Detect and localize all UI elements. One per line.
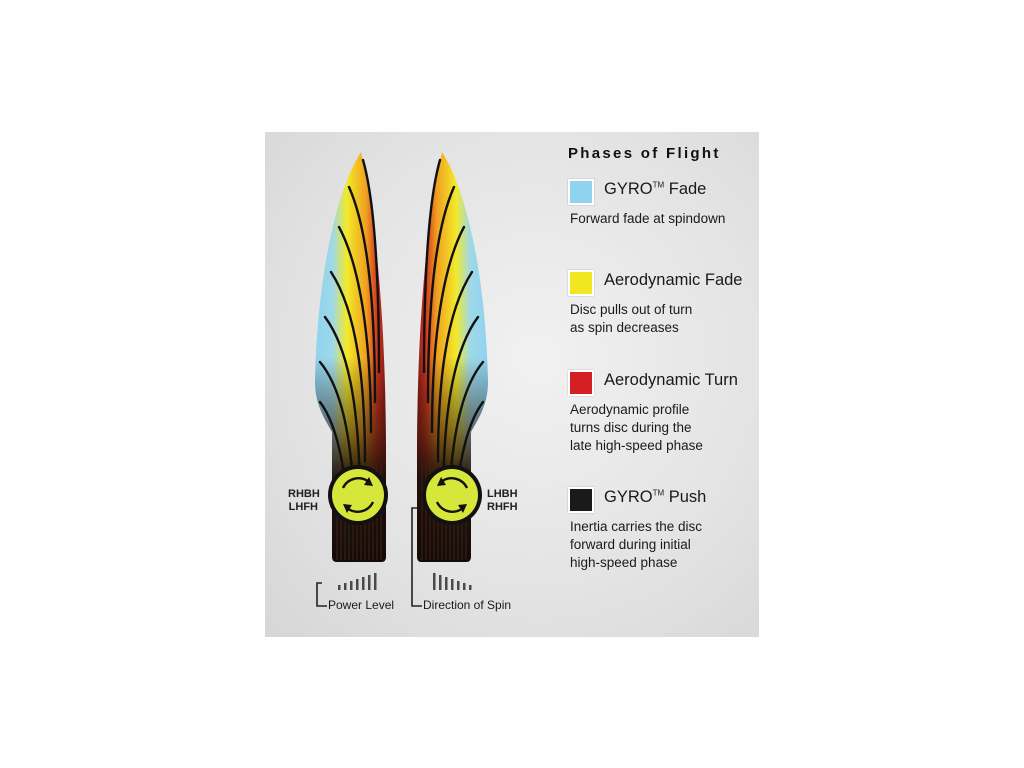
gyro-push-desc-line: forward during initial <box>570 537 691 552</box>
gyro-push-desc: Inertia carries the disc forward during … <box>570 518 758 572</box>
gyro-push-swatch <box>568 487 594 513</box>
gyro-push-name-text: GYRO <box>604 488 653 506</box>
aerodynamic-turn-desc: Aerodynamic profile turns disc during th… <box>570 401 758 455</box>
direction-of-spin-label: Direction of Spin <box>423 598 512 612</box>
aerodynamic-fade-desc-line: as spin decreases <box>570 320 679 335</box>
gyro-push-desc-line: Inertia carries the disc <box>570 519 703 534</box>
gyro-fade-name: GYROTM Fade <box>604 180 706 199</box>
aerodynamic-turn-desc-line: late high-speed phase <box>570 438 703 453</box>
aerodynamic-fade-name: Aerodynamic Fade <box>604 271 743 289</box>
trademark-mark: TM <box>652 180 665 190</box>
bracket-lines <box>316 507 422 607</box>
gyro-fade-name-suffix: Fade <box>664 180 707 198</box>
left-throw-label-line1: RHBH <box>288 488 320 500</box>
left-throw-label: RHBH LHFH <box>288 488 320 514</box>
aerodynamic-turn-name: Aerodynamic Turn <box>604 371 738 389</box>
gyro-fade-name-text: GYRO <box>604 180 653 198</box>
flight-diagram <box>315 152 488 607</box>
right-flight-path <box>417 152 488 562</box>
aerodynamic-fade-swatch <box>568 270 594 296</box>
aerodynamic-fade-desc: Disc pulls out of turn as spin decreases <box>570 301 758 337</box>
trademark-mark: TM <box>652 488 665 498</box>
right-spin-icon <box>422 465 482 525</box>
gyro-push-name-suffix: Push <box>664 488 707 506</box>
right-throw-label: LHBH RHFH <box>487 488 521 514</box>
legend-title: Phases of Flight <box>568 145 721 162</box>
aerodynamic-turn-swatch <box>568 370 594 396</box>
gyro-push-name: GYROTM Push <box>604 488 706 507</box>
left-spin-icon <box>328 465 388 525</box>
power-level-label: Power Level <box>328 598 395 612</box>
aerodynamic-turn-desc-line: Aerodynamic profile <box>570 402 690 417</box>
left-throw-label-line2: LHFH <box>288 501 318 513</box>
power-level-icon <box>338 573 377 590</box>
aerodynamic-fade-desc-line: Disc pulls out of turn <box>570 302 693 317</box>
gyro-fade-desc: Forward fade at spindown <box>570 210 758 228</box>
phases-of-flight-panel: RHBH LHFH LHBH RHFH Phases of Flight GYR… <box>265 132 759 637</box>
aerodynamic-turn-desc-line: turns disc during the <box>570 420 692 435</box>
gyro-fade-swatch <box>568 179 594 205</box>
right-throw-label-line1: LHBH <box>487 488 518 500</box>
direction-of-spin-icon <box>433 573 472 590</box>
gyro-push-desc-line: high-speed phase <box>570 555 678 570</box>
gyro-fade-desc-line: Forward fade at spindown <box>570 211 726 226</box>
right-throw-label-line2: RHFH <box>487 501 518 513</box>
